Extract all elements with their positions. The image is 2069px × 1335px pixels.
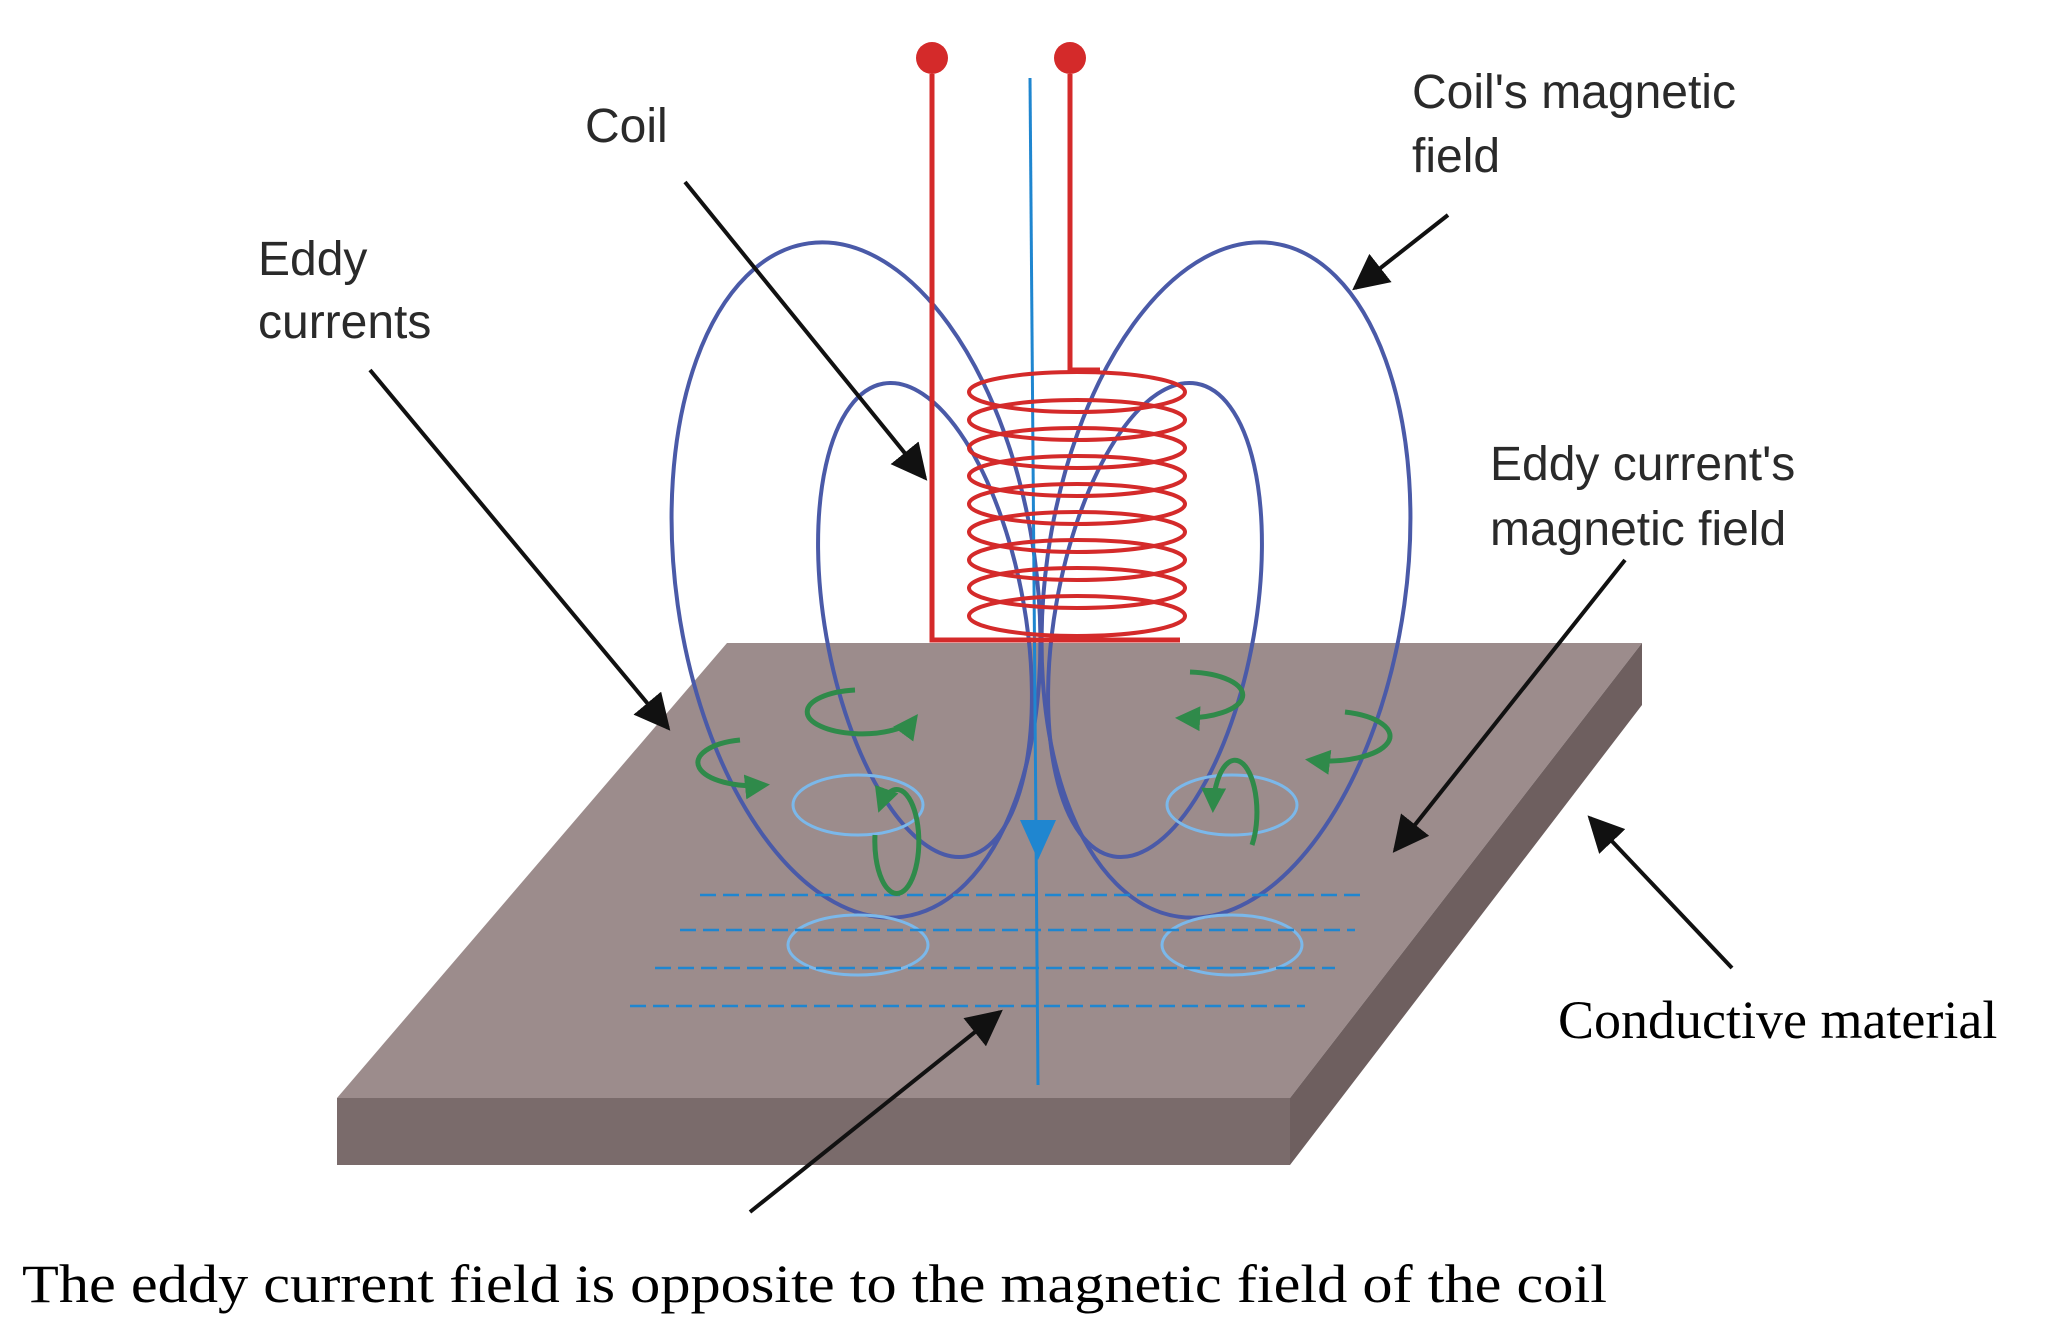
- coil: [916, 42, 1187, 643]
- coil-terminal: [1054, 42, 1086, 74]
- eddy-current-loop: [1175, 669, 1246, 732]
- plate-front-face: [337, 1098, 1290, 1165]
- eddy-current-loop: [695, 737, 770, 800]
- eddy-current-loop: [1201, 757, 1260, 846]
- label-eddy-field-line1: Eddy current's: [1490, 438, 1795, 491]
- eddy-magnetic-field: [630, 773, 1365, 1008]
- label-coil-field-line1: Coil's magnetic: [1412, 66, 1736, 119]
- coil-windings: [967, 370, 1187, 638]
- eddy-field-loop: [786, 913, 930, 977]
- caption: The eddy current field is opposite to th…: [22, 1254, 1607, 1314]
- eddy-current-loop: [1305, 709, 1393, 775]
- eddy-current-loop: [872, 784, 922, 896]
- plate-top-face: [337, 643, 1642, 1098]
- pointers: [368, 180, 1734, 1214]
- eddy-field-loop: [1160, 913, 1304, 977]
- eddy-currents-pointer-arrow: [368, 368, 671, 731]
- field-loop-right-outer: [1039, 240, 1413, 920]
- label-eddy-currents-line2: currents: [258, 296, 431, 349]
- label-coil-field-line2: field: [1412, 130, 1500, 183]
- label-eddy-currents-line1: Eddy: [258, 233, 367, 286]
- label-coil: Coil: [585, 100, 668, 153]
- conductive-material-pointer-arrow: [1587, 815, 1734, 970]
- conductive-plate: [337, 643, 1642, 1165]
- plate-right-face: [1290, 643, 1642, 1165]
- eddy-currents: [695, 669, 1393, 896]
- coil-terminal: [916, 42, 948, 74]
- field-axis: [1020, 77, 1056, 1086]
- label-conductive-material: Conductive material: [1558, 990, 1997, 1050]
- eddy-current-loop: [804, 687, 918, 742]
- field-loop-left-inner: [816, 381, 1034, 859]
- coil-magnetic-field: [669, 240, 1413, 920]
- coil-field-pointer-arrow: [1352, 213, 1450, 291]
- eddy-field-loop: [1165, 773, 1299, 837]
- eddy-field-loop: [791, 773, 925, 837]
- coil-lead-left: [929, 74, 1180, 643]
- eddy-field-pointer-arrow: [1392, 558, 1627, 853]
- coil-pointer-arrow: [683, 180, 928, 481]
- coil-lead-right: [1067, 74, 1100, 373]
- field-loop-right-inner: [1046, 381, 1264, 859]
- field-axis-arrowhead: [1020, 820, 1056, 860]
- caption-pointer-arrow: [748, 1009, 1003, 1214]
- label-eddy-field-line2: magnetic field: [1490, 503, 1786, 556]
